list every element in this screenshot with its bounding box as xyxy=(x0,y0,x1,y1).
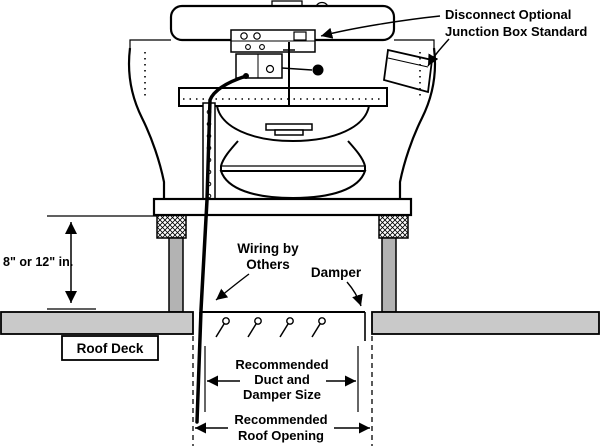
damper-blade xyxy=(247,317,262,338)
bolt-icon xyxy=(253,32,261,40)
wire-connector xyxy=(243,73,249,79)
curb-assembly xyxy=(152,197,413,313)
windband-left-side xyxy=(127,47,166,200)
motor-terminal xyxy=(293,31,307,41)
slanted-box xyxy=(383,48,433,94)
roof-deck xyxy=(0,311,600,335)
label-opening-2: Roof Opening xyxy=(238,428,324,443)
disconnect-callout-arrow xyxy=(320,15,441,39)
curb-wall-right xyxy=(381,237,397,313)
windband-top-right xyxy=(394,39,435,48)
label-roof-deck: Roof Deck xyxy=(77,341,144,356)
windband-right-side xyxy=(398,47,437,200)
roof-deck-right xyxy=(371,311,600,335)
wiring-callout-arrow xyxy=(215,273,250,301)
bolt-icon xyxy=(240,32,248,40)
label-opening-1: Recommended xyxy=(234,412,327,427)
fan-inlet xyxy=(219,140,367,200)
disconnect-switch xyxy=(312,64,324,76)
junction-box-callout-arrow xyxy=(427,38,450,67)
label-duct-3: Damper Size xyxy=(243,387,321,402)
roof-deck-label-box xyxy=(61,335,159,361)
junction-box xyxy=(235,53,324,79)
damper-callout-arrow xyxy=(346,281,363,307)
bolt-icon xyxy=(245,44,251,50)
pulley-upper xyxy=(265,123,313,131)
inlet-skirt xyxy=(219,170,367,200)
wood-nailer-left xyxy=(156,214,187,239)
fan-deck-band xyxy=(178,87,388,107)
disconnect-lead xyxy=(281,67,313,71)
knockout-icon xyxy=(265,64,275,74)
slanted-box-seam xyxy=(387,57,429,68)
roof-deck-left xyxy=(0,311,194,335)
label-duct-2: Duct and xyxy=(254,372,310,387)
label-wiring-1: Wiring by xyxy=(237,241,299,256)
pulley-lower xyxy=(274,129,304,136)
base-plate xyxy=(152,197,413,217)
label-wiring-2: Others xyxy=(246,257,290,272)
power-wire xyxy=(195,74,248,424)
fan-unit xyxy=(127,0,437,206)
damper-blade xyxy=(311,317,326,338)
damper-blade xyxy=(279,317,294,338)
label-curb-height: 8" or 12" in. xyxy=(3,255,73,269)
motor-assembly xyxy=(230,29,316,53)
curb-wall-left xyxy=(168,237,184,313)
dim-curb-height xyxy=(47,215,157,310)
label-duct-1: Recommended xyxy=(235,357,328,372)
bolt-icon xyxy=(259,44,265,50)
damper-blade xyxy=(215,317,230,338)
dim-roof-opening xyxy=(192,336,373,446)
damper xyxy=(199,311,366,341)
windband-top-left xyxy=(129,39,171,48)
label-junction-box: Junction Box Standard xyxy=(445,24,587,39)
junction-box-body xyxy=(235,53,283,79)
shaft-pulley xyxy=(265,123,313,136)
label-disconnect: Disconnect Optional xyxy=(445,7,571,22)
dim-duct-size xyxy=(204,346,359,412)
label-damper: Damper xyxy=(311,265,362,280)
windband xyxy=(127,39,437,200)
wood-nailer-right xyxy=(378,214,409,239)
optional-disconnect-box xyxy=(383,48,433,94)
